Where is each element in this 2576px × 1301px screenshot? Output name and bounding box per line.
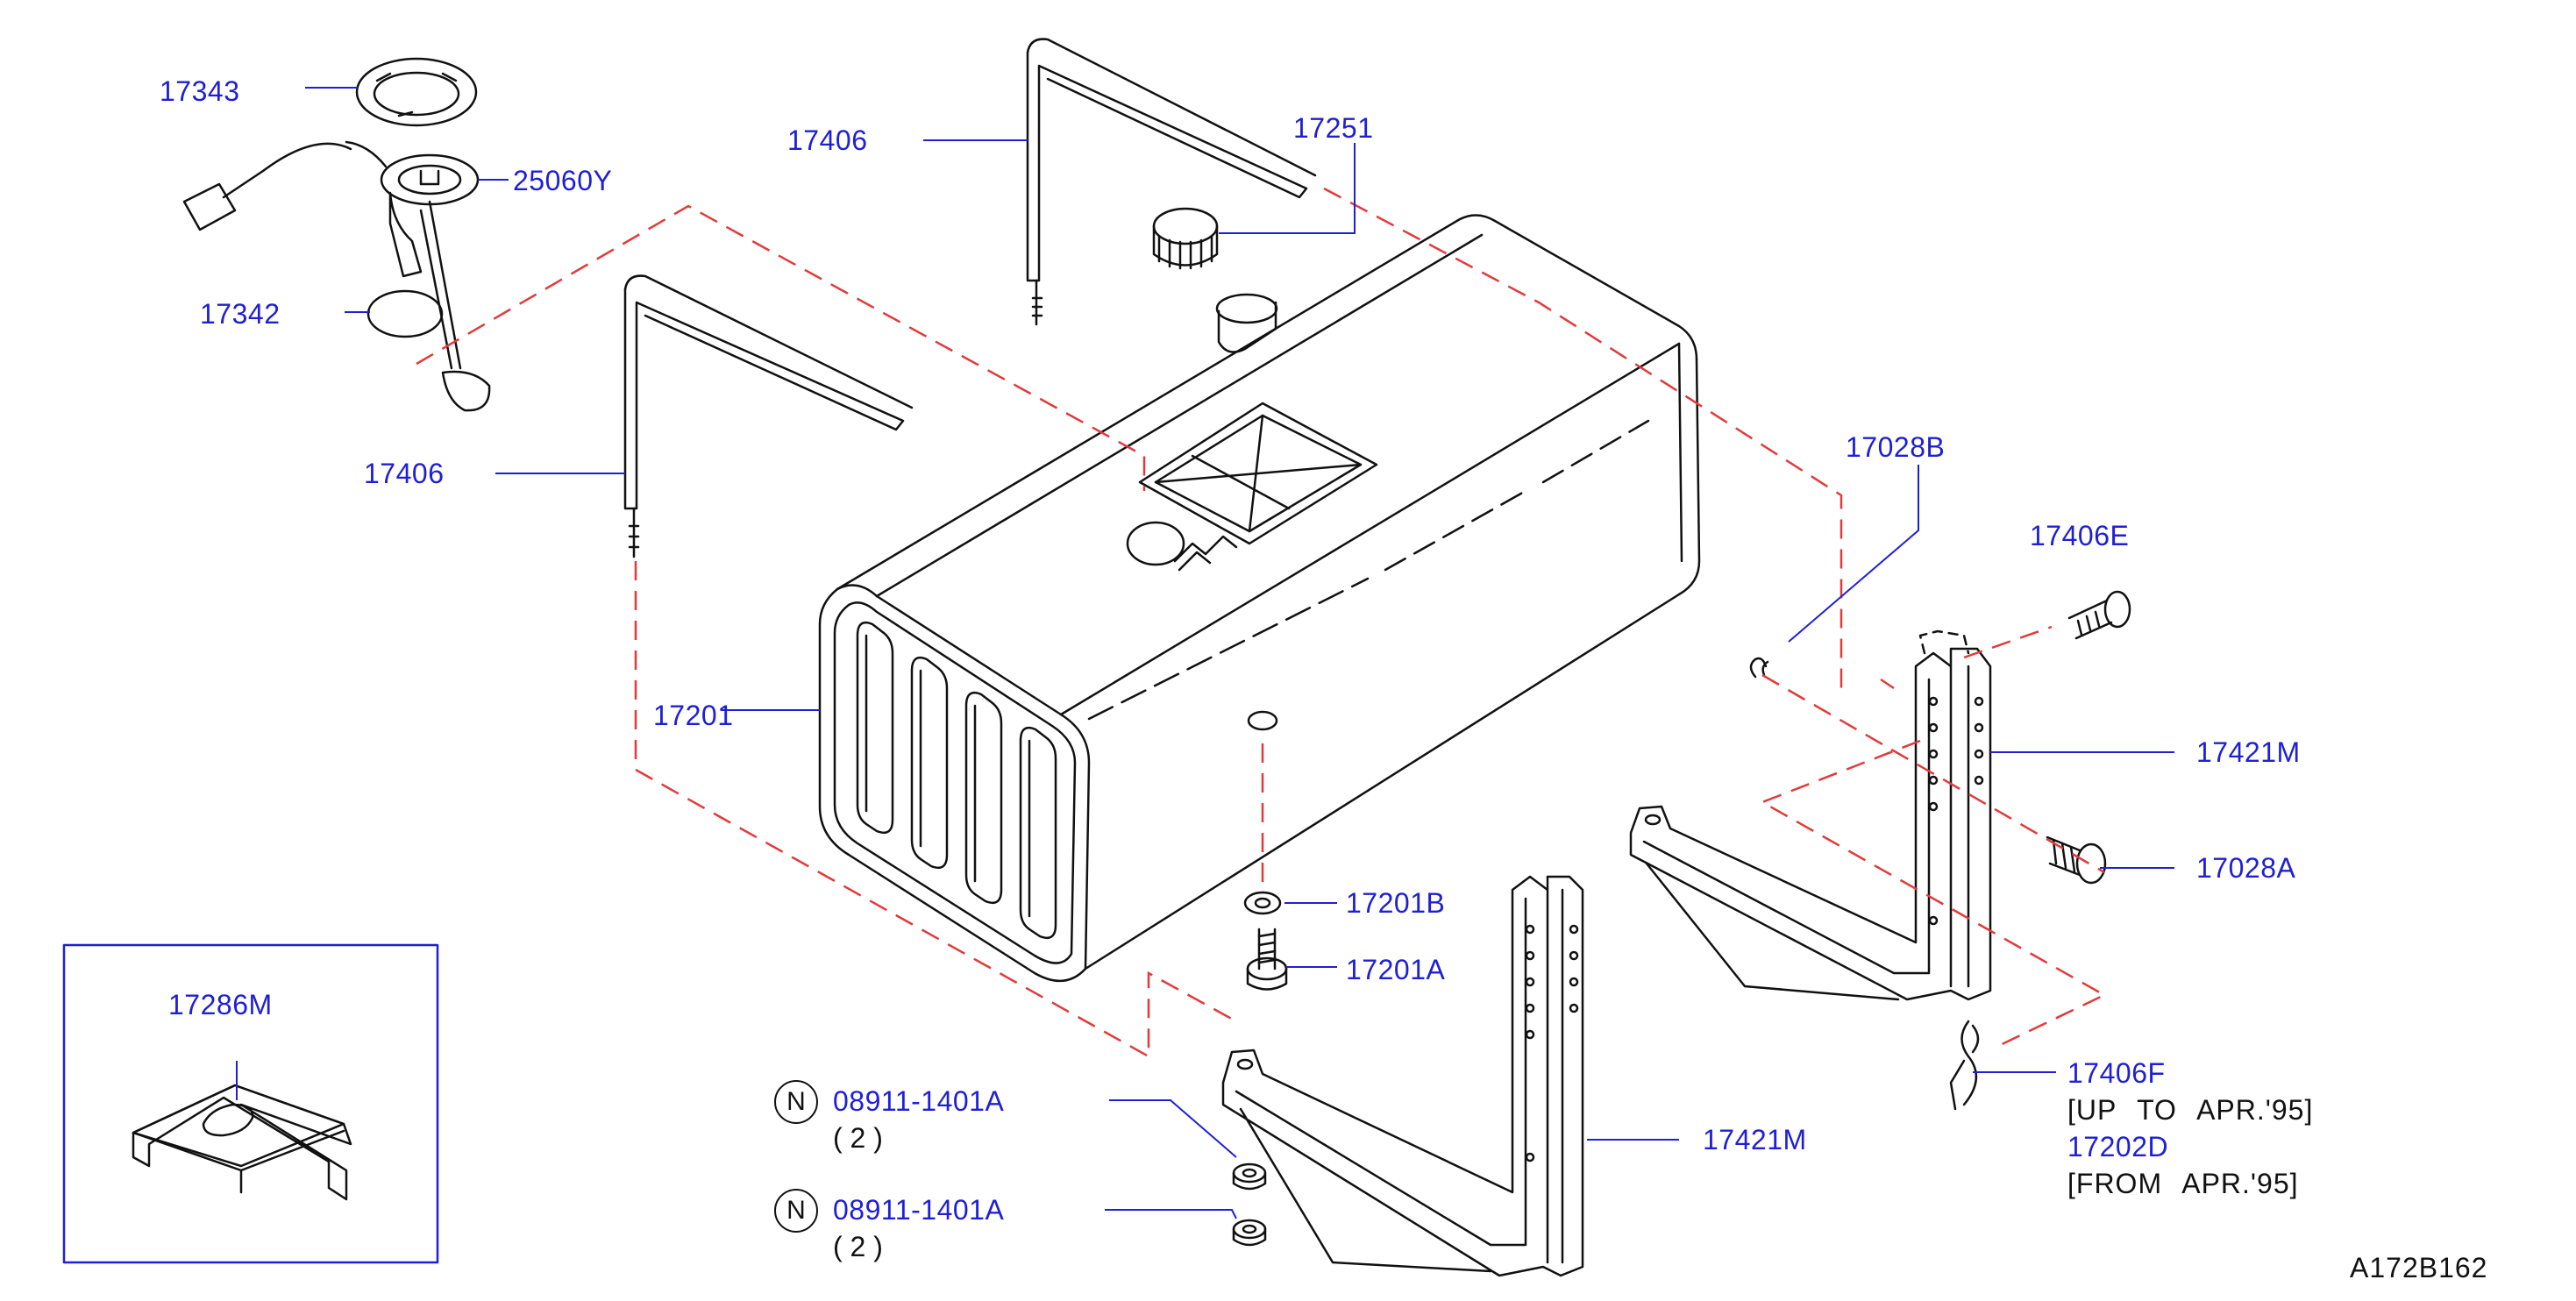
protector-17286m bbox=[132, 1084, 352, 1201]
label-17421m-bottom[interactable]: 17421M bbox=[1703, 1124, 1807, 1155]
fuel-tank bbox=[818, 214, 1701, 983]
qty-nut-b: ( 2 ) bbox=[833, 1231, 883, 1262]
label-08911-1401a-1[interactable]: 08911-1401A bbox=[833, 1085, 1005, 1117]
tank-bracket-rear bbox=[1629, 629, 1992, 1001]
retainer-ring bbox=[355, 57, 478, 127]
tank-strap-mid bbox=[623, 274, 914, 558]
note-up-to: [UP TO APR.'95] bbox=[2067, 1094, 2314, 1126]
label-17343[interactable]: 17343 bbox=[160, 75, 240, 107]
label-17201b[interactable]: 17201B bbox=[1346, 887, 1446, 919]
n-marker-1: N bbox=[774, 1080, 818, 1124]
label-17028a[interactable]: 17028A bbox=[2196, 852, 2296, 884]
label-08911-1401a-2[interactable]: 08911-1401A bbox=[833, 1194, 1005, 1226]
alignment-lines bbox=[416, 187, 2107, 1059]
washer bbox=[1243, 891, 1282, 915]
inset-frame bbox=[62, 943, 439, 1264]
n-marker-2: N bbox=[774, 1189, 818, 1233]
label-17406-top[interactable]: 17406 bbox=[787, 124, 868, 156]
drain-bolt bbox=[1246, 928, 1288, 991]
qty-nut-a: ( 2 ) bbox=[833, 1122, 883, 1154]
note-from: [FROM APR.'95] bbox=[2067, 1168, 2299, 1199]
label-17251[interactable]: 17251 bbox=[1293, 112, 1374, 144]
label-17028b[interactable]: 17028B bbox=[1846, 431, 1946, 463]
tank-strap-top bbox=[1026, 38, 1317, 326]
label-17406-mid[interactable]: 17406 bbox=[364, 458, 445, 489]
label-17201a[interactable]: 17201A bbox=[1346, 954, 1446, 985]
label-17286m[interactable]: 17286M bbox=[168, 989, 273, 1020]
label-25060y[interactable]: 25060Y bbox=[513, 165, 613, 196]
label-17421m-right[interactable]: 17421M bbox=[2196, 736, 2301, 768]
label-17342[interactable]: 17342 bbox=[200, 298, 281, 330]
figure-id: A172B162 bbox=[2350, 1252, 2488, 1283]
label-17406f[interactable]: 17406F bbox=[2067, 1057, 2166, 1089]
label-17406e[interactable]: 17406E bbox=[2030, 520, 2130, 551]
leader-lines bbox=[236, 87, 2174, 1219]
fuel-sender-unit bbox=[182, 140, 491, 412]
bolt-17406e bbox=[2067, 590, 2131, 640]
nut-a bbox=[1232, 1162, 1267, 1191]
tank-bracket-front bbox=[1221, 875, 1584, 1277]
label-17201[interactable]: 17201 bbox=[653, 700, 734, 731]
nut-b bbox=[1232, 1219, 1267, 1247]
bolt-17028a bbox=[2046, 835, 2107, 885]
gasket bbox=[366, 289, 444, 338]
clip-17406f bbox=[1949, 1020, 1980, 1111]
filler-cap bbox=[1152, 207, 1219, 270]
label-17202d[interactable]: 17202D bbox=[2067, 1131, 2169, 1162]
clip-17028b bbox=[1749, 657, 1769, 679]
